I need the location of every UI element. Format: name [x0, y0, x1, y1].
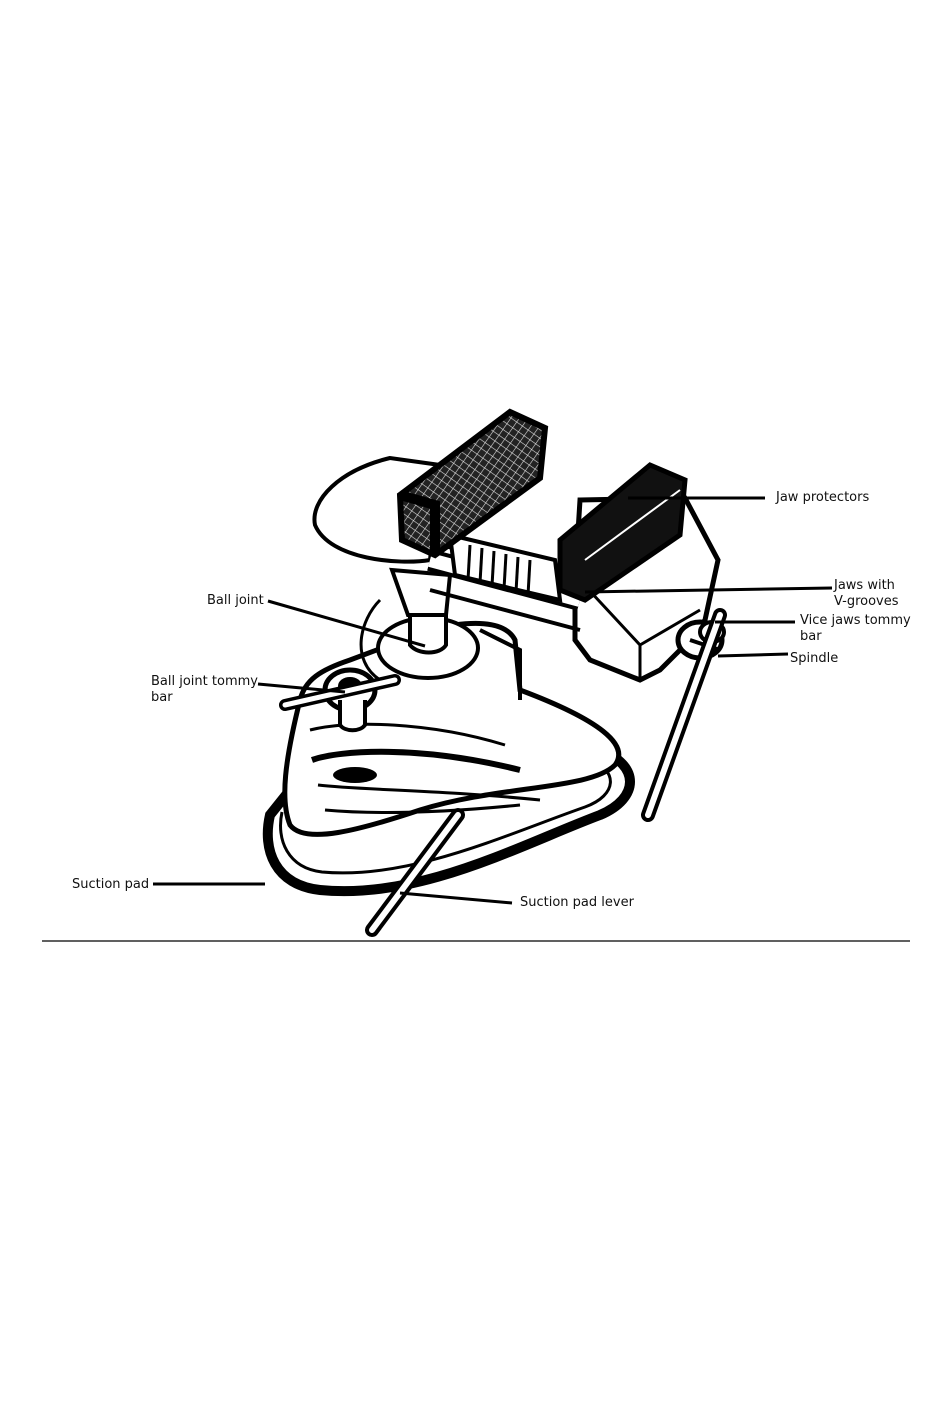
label-ball-tommy-line1: Ball joint tommy [151, 674, 258, 690]
label-suction-pad-text: Suction pad [72, 877, 149, 893]
label-ball-joint-tommy-bar: Ball joint tommy bar [151, 674, 258, 706]
label-jaws-line2: V-grooves [834, 594, 899, 610]
jaw-protector-left [400, 412, 545, 555]
label-ball-joint-text: Ball joint [207, 593, 264, 609]
label-vice-tommy-line2: bar [800, 629, 911, 645]
label-vice-jaws-tommy-bar: Vice jaws tommy bar [800, 613, 911, 645]
leader-spindle [718, 654, 788, 656]
label-suction-pad-lever: Suction pad lever [520, 895, 634, 911]
label-vice-tommy-line1: Vice jaws tommy [800, 613, 911, 629]
label-spindle: Spindle [790, 651, 838, 667]
label-jaw-protectors-text: Jaw protectors [776, 490, 869, 506]
label-ball-joint: Ball joint [207, 593, 264, 609]
label-spindle-text: Spindle [790, 651, 838, 667]
label-jaw-protectors: Jaw protectors [776, 490, 869, 506]
label-jaws-line1: Jaws with [834, 578, 899, 594]
label-suction-pad: Suction pad [72, 877, 149, 893]
label-ball-tommy-line2: bar [151, 690, 258, 706]
label-suction-lever-text: Suction pad lever [520, 895, 634, 911]
leader-suction-pad-lever [400, 893, 512, 903]
label-jaws-with-vgrooves: Jaws with V-grooves [834, 578, 899, 610]
